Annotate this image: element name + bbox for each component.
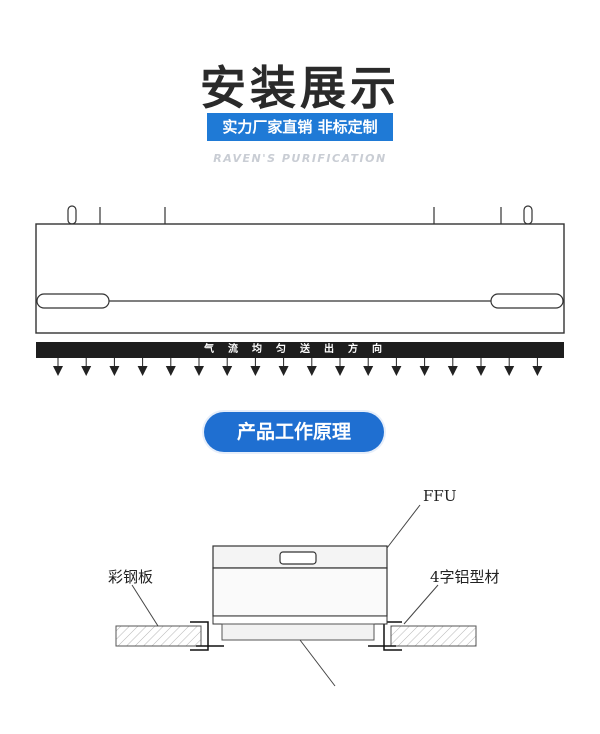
label-steel-panel: 彩钢板 (108, 568, 154, 586)
airflow-arrow-head (476, 366, 486, 376)
page-title: 安装展示 (200, 61, 400, 115)
mounting-pin-left (67, 205, 77, 225)
airflow-arrows (53, 358, 543, 376)
airflow-arrow-head (532, 366, 543, 376)
ffu-flange (212, 615, 388, 625)
ffu-housing (35, 223, 565, 334)
airflow-arrow-head (335, 366, 345, 376)
airflow-arrow-head (222, 366, 233, 376)
airflow-arrow-head (419, 366, 430, 376)
leader-filter (299, 639, 336, 687)
ffu-body (212, 567, 388, 617)
airflow-bar (36, 342, 564, 358)
label-aluminum: 4字铝型材 (430, 568, 500, 586)
airflow-arrow-head (363, 366, 374, 376)
steel-panel-right (390, 625, 477, 647)
leader-ffu (386, 504, 421, 549)
leader-aluminum (403, 584, 439, 625)
mounting-pin-right (523, 205, 533, 225)
ffu-handle (279, 551, 317, 565)
promo-badge: 实力厂家直销 非标定制 (207, 113, 393, 141)
airflow-arrow-head (53, 366, 63, 376)
airflow-arrow-head (165, 366, 176, 376)
airflow-arrow-head (194, 366, 204, 376)
airflow-arrow-head (250, 366, 261, 376)
airflow-arrow-head (109, 366, 120, 376)
label-ffu: FFU (423, 487, 457, 505)
aluminum-profile-left (190, 621, 224, 651)
airflow-arrow-head (447, 366, 458, 376)
airflow-arrow-head (306, 366, 317, 376)
section-pill: 产品工作原理 (204, 412, 384, 452)
brand-subtitle: RAVEN'S PURIFICATION (213, 152, 387, 165)
airflow-arrow-head (81, 366, 92, 376)
aluminum-profile-right (368, 621, 402, 651)
leader-steel (131, 584, 159, 627)
airflow-arrow-head (137, 366, 148, 376)
ffu-filter (221, 623, 375, 641)
steel-panel-left (115, 625, 202, 647)
airflow-label: 气流均匀送出方向 (204, 344, 396, 355)
handle-left (36, 293, 110, 309)
handle-right (490, 293, 564, 309)
airflow-arrow-head (278, 366, 289, 376)
airflow-arrow-head (391, 366, 402, 376)
airflow-arrow-head (504, 366, 515, 376)
